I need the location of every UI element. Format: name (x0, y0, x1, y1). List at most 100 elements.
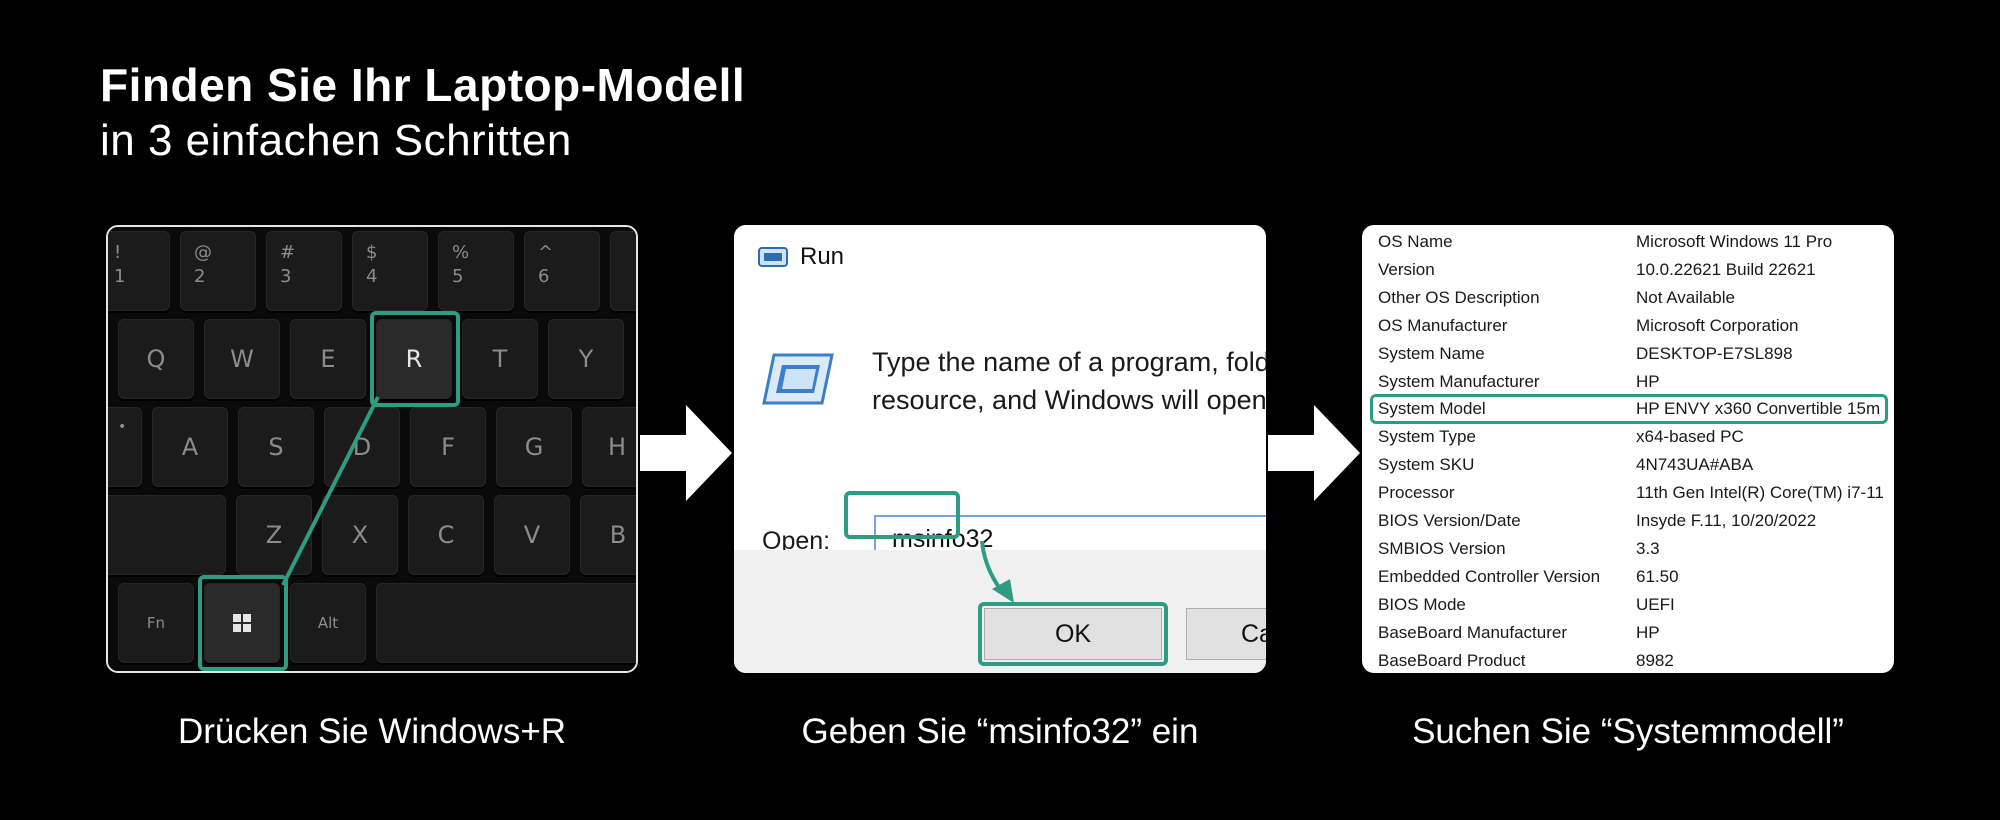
table-row: Processor 11th Gen Intel(R) Core(TM) i7-1… (1362, 479, 1894, 507)
row-value: Microsoft Corporation (1636, 315, 1799, 335)
key-shift (108, 495, 226, 575)
row-key: BIOS Mode (1378, 594, 1466, 614)
row-key: Embedded Controller Version (1378, 566, 1601, 586)
arrow-down-icon (980, 540, 1014, 603)
key-windows (204, 583, 280, 663)
row-key: Other OS Description (1378, 287, 1540, 307)
key-1: !1 (108, 231, 170, 311)
row-value: HP (1636, 622, 1660, 642)
run-app-icon (758, 247, 788, 267)
cancel-button[interactable]: Ca (1186, 608, 1266, 660)
run-large-icon (762, 353, 834, 405)
open-input-value: msinfo32 (892, 525, 994, 553)
step-1-caption: Drücken Sie Windows+R (177, 712, 567, 751)
row-value: 8982 (1636, 650, 1674, 670)
key-5: %5 (438, 231, 514, 311)
key-t: T (462, 319, 538, 399)
key-4: $4 (352, 231, 428, 311)
row-value: x64-based PC (1636, 427, 1744, 447)
key-b: B (580, 495, 636, 575)
run-footer: OK Ca (734, 550, 1266, 673)
run-description: Type the name of a program, fold resourc… (872, 347, 1266, 415)
highlight-open-value (844, 491, 960, 539)
row-value: 4N743UA#ABA (1636, 455, 1754, 475)
table-row: Embedded Controller Version 61.50 (1362, 563, 1894, 591)
row-key: OS Name (1378, 232, 1453, 251)
page-subtitle: in 3 einfachen Schritten (100, 116, 572, 165)
table-row: BaseBoard Product 8982 (1362, 647, 1894, 674)
row-value: HP (1636, 371, 1660, 391)
key-h: H (582, 407, 636, 487)
row-value: 11th Gen Intel(R) Core(TM) i7-11 (1636, 483, 1884, 503)
key-2: @2 (180, 231, 256, 311)
key-g: G (496, 407, 572, 487)
keyboard: !1 @2 #3 $4 %5 ^6 Q W E R T Y • A S D F … (108, 227, 636, 671)
key-r: R (376, 319, 452, 399)
row-key: System Type (1378, 427, 1476, 447)
table-row: BaseBoard Manufacturer HP (1362, 619, 1894, 647)
key-q: Q (118, 319, 194, 399)
row-key: System Model (1378, 399, 1486, 419)
row-value: 10.0.22621 Build 22621 (1636, 259, 1816, 279)
table-row: BIOS Mode UEFI (1362, 591, 1894, 619)
row-key: BIOS Version/Date (1378, 511, 1521, 530)
table-row: System Type x64-based PC (1362, 423, 1894, 451)
key-y: Y (548, 319, 624, 399)
key-x: X (322, 495, 398, 575)
row-key: BaseBoard Product (1378, 650, 1526, 670)
table-row: Version 10.0.22621 Build 22621 (1362, 256, 1894, 284)
row-key: System Name (1378, 343, 1485, 363)
key-f: F (410, 407, 486, 487)
key-c: C (408, 495, 484, 575)
row-value: 61.50 (1636, 566, 1679, 586)
table-row: BIOS Version/Date Insyde F.11, 10/20/2022 (1362, 507, 1894, 535)
key-alt: Alt (290, 583, 366, 663)
highlight-r-key (370, 311, 460, 407)
key-fn: Fn (118, 583, 194, 663)
step-2-caption: Geben Sie “msinfo32” ein (801, 712, 1199, 751)
table-row: System SKU 4N743UA#ABA (1362, 451, 1894, 479)
row-key: OS Manufacturer (1378, 315, 1508, 335)
windows-logo-icon (233, 614, 251, 632)
run-dialog: Run Type the name of a program, fold res… (734, 225, 1266, 673)
row-value: UEFI (1636, 594, 1675, 614)
key-e: E (290, 319, 366, 399)
key-v: V (494, 495, 570, 575)
run-titlebar: Run (734, 225, 1266, 295)
key-7 (610, 231, 636, 311)
row-key: BaseBoard Manufacturer (1378, 622, 1567, 642)
highlight-system-model (1370, 394, 1888, 424)
table-row: System Manufacturer HP (1362, 368, 1894, 396)
page-title: Finden Sie Ihr Laptop-Modell (100, 59, 746, 111)
keyboard-panel: !1 @2 #3 $4 %5 ^6 Q W E R T Y • A S D F … (106, 225, 638, 673)
row-value: HP ENVY x360 Convertible 15m (1636, 399, 1881, 419)
key-z: Z (236, 495, 312, 575)
key-w: W (204, 319, 280, 399)
arrow-right-icon (640, 405, 732, 501)
arrow-right-icon (1268, 405, 1360, 501)
connector-line (281, 396, 380, 586)
run-title: Run (800, 243, 845, 270)
table-row: OS Name Microsoft Windows 11 Pro (1362, 228, 1894, 256)
key-s: S (238, 407, 314, 487)
row-value: Microsoft Windows 11 Pro (1636, 232, 1833, 251)
row-value: Not Available (1636, 287, 1735, 307)
row-key: Processor (1378, 483, 1455, 503)
step-3-caption: Suchen Sie “Systemmodell” (1412, 712, 1844, 751)
row-key: System SKU (1378, 455, 1475, 475)
ok-button[interactable]: OK (984, 608, 1162, 660)
key-6: ^6 (524, 231, 600, 311)
row-key: SMBIOS Version (1378, 538, 1506, 558)
table-row: System Model HP ENVY x360 Convertible 15m (1362, 395, 1894, 423)
row-value: Insyde F.11, 10/20/2022 (1636, 511, 1817, 530)
table-row: Other OS Description Not Available (1362, 284, 1894, 312)
highlight-ok-button (978, 602, 1168, 666)
key-space (376, 583, 636, 663)
row-key: Version (1378, 259, 1435, 279)
row-key: System Manufacturer (1378, 371, 1540, 391)
key-a: A (152, 407, 228, 487)
key-3: #3 (266, 231, 342, 311)
